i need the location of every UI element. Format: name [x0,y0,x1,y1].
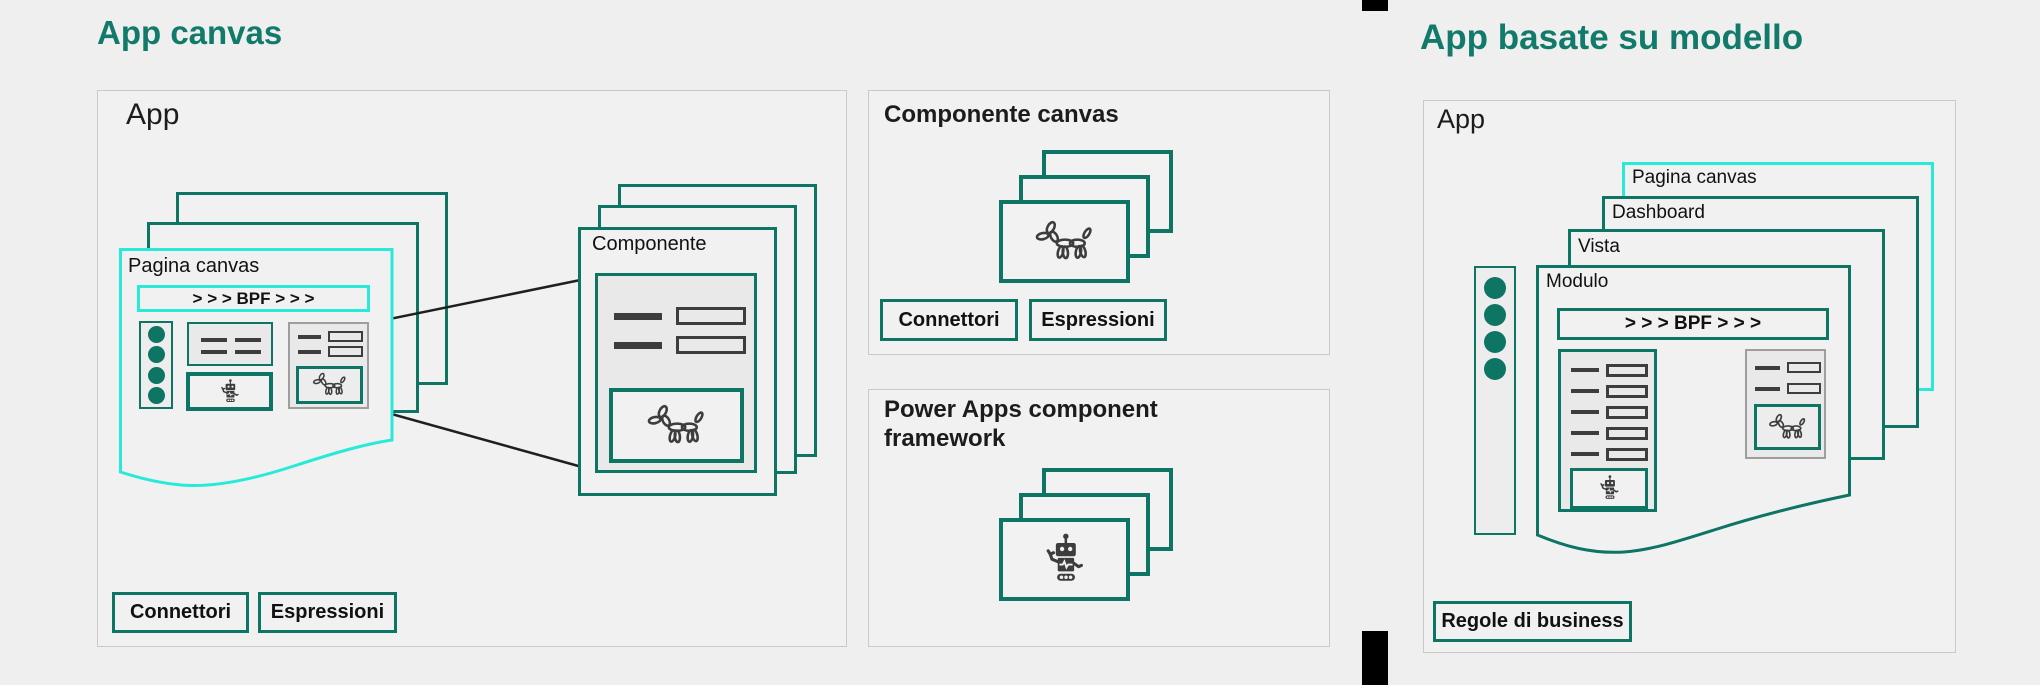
field-line [1755,387,1780,391]
nav-dot [1484,358,1506,380]
canvas-component-card-front [999,200,1130,283]
field-line [298,350,321,354]
componente-label: Componente [592,233,707,255]
fields-box [187,322,273,366]
connettori-button[interactable]: Connettori [112,592,249,633]
model-apps-title: App basate su modello [1420,18,1804,57]
field-rect [328,331,363,342]
form-box [288,322,369,409]
field-line [1571,368,1599,372]
balloon-dog-icon [1034,218,1096,266]
robot-icon [1597,475,1622,502]
nav-dots-icon [139,321,173,409]
canvas-page-label: Pagina canvas [128,255,260,277]
balloon-dog-icon [312,371,348,399]
divider-mark-top [1362,0,1388,11]
pcf-title: Power Apps component framework [884,396,1158,452]
nav-dot [147,386,165,404]
field-rect [1606,364,1648,377]
nav-dot [1484,277,1506,299]
field-rect [1606,406,1648,419]
model-app-label: App [1437,104,1486,134]
field-line [614,342,662,349]
connettori-button[interactable]: Connettori [880,299,1018,341]
field-line [201,338,227,342]
robot-component-box [1570,468,1648,509]
model-page-label: Modulo [1546,271,1609,292]
model-side-form-box [1745,349,1826,459]
canvas-apps-title: App canvas [97,14,283,51]
divider-mark-bottom [1362,631,1388,685]
field-line [235,350,261,354]
componente-inner-box [595,273,757,473]
nav-dot [1484,304,1506,326]
field-line [235,338,261,342]
robot-icon [218,379,242,405]
nav-dots-icon [1474,266,1516,535]
model-page-label: Pagina canvas [1632,167,1757,188]
field-line [1571,389,1599,393]
field-line [1571,431,1599,435]
canvas-app-label: App [126,98,180,131]
field-rect [1787,383,1821,394]
nav-dot [147,326,165,344]
field-rect [328,346,363,357]
field-rect [1787,362,1821,373]
componente-canvas-box: Componente canvas Connettori Espressioni [868,90,1330,355]
field-rect [1606,385,1648,398]
pcf-card-front [999,518,1130,601]
field-line [1571,410,1599,414]
field-rect [676,307,746,325]
espressioni-button[interactable]: Espressioni [258,592,397,633]
nav-dot [1484,331,1506,353]
field-line [201,350,227,354]
componente-canvas-title: Componente canvas [884,101,1119,128]
robot-icon [1040,533,1090,587]
field-line [298,335,321,339]
balloon-dog-icon [646,402,708,450]
bpf-bar-model: > > > BPF > > > [1557,308,1829,340]
field-rect [1606,448,1648,461]
field-line [1755,366,1780,370]
balloon-component-box [609,388,744,463]
field-line [1571,452,1599,456]
field-rect [676,336,746,354]
field-rect [1606,427,1648,440]
robot-component-box [186,372,273,411]
balloon-component-box [1754,404,1821,450]
balloon-component-box [296,366,363,404]
model-page-label: Dashboard [1612,202,1705,223]
nav-dot [147,366,165,384]
regole-di-business-button[interactable]: Regole di business [1433,601,1632,642]
field-line [614,313,662,320]
balloon-dog-icon [1768,412,1808,443]
model-form-box [1558,349,1657,512]
nav-dot [147,346,165,364]
pcf-box: Power Apps component framework [868,389,1330,647]
espressioni-button[interactable]: Espressioni [1029,299,1167,341]
bpf-bar-canvas: > > > BPF > > > [137,285,370,312]
model-page-label: Vista [1578,236,1620,257]
